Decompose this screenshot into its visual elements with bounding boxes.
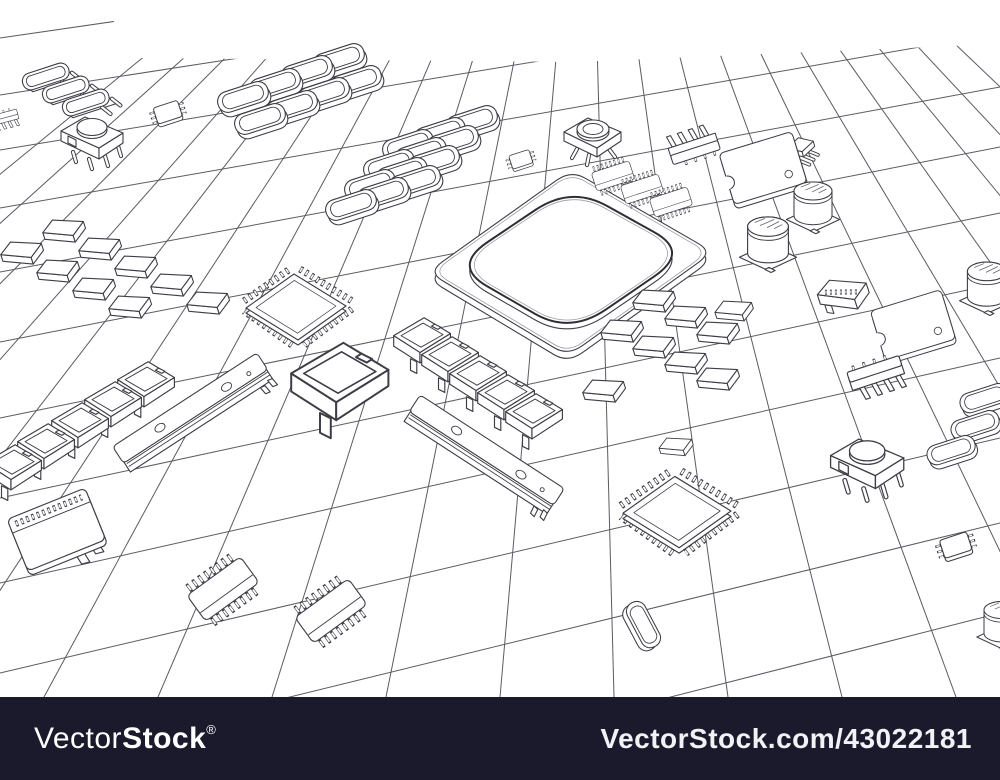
brand-light: Vector (34, 721, 123, 755)
grid-line (630, 2, 729, 697)
grid-line (0, 2, 249, 697)
grid-line (665, 2, 843, 697)
buzzer-button-icon (564, 118, 621, 165)
smd-resistor-icon (69, 268, 120, 310)
cpu-pad-rim (439, 177, 702, 349)
grid-line (499, 2, 562, 697)
smd-resistor-icon (579, 370, 630, 412)
pin-header-icon (846, 354, 908, 403)
grid-line (0, 2, 319, 697)
perspective-grid (0, 2, 1000, 697)
pin-header-icon (0, 106, 23, 134)
circuit-board-illustration (0, 0, 1000, 697)
crystal-oscillator-icon (923, 432, 981, 473)
grid-line (0, 522, 1000, 697)
push-button-icon (61, 117, 123, 169)
smd-resistor-icon (33, 250, 84, 292)
ic-plate-icon (869, 288, 959, 366)
smd-resistor-icon (75, 228, 126, 270)
cpu-die-inner (474, 199, 668, 321)
smd-chip-icon (507, 149, 536, 173)
qfp-chip-icon (621, 471, 738, 553)
grid-line (0, 2, 1000, 151)
electrolytic-capacitor-icon (976, 600, 1000, 651)
grid-line (804, 2, 1000, 697)
grid-line (0, 2, 1000, 39)
cpu-chip (434, 174, 707, 359)
cpu-die (468, 195, 673, 324)
smd-resistor-icon (147, 264, 198, 306)
brand-wordmark: VectorStock® (34, 722, 216, 756)
grid-line (0, 612, 1000, 697)
electrolytic-capacitor-icon (959, 261, 1000, 317)
qfp-chip-icon (244, 269, 352, 345)
soic-chip-icon (292, 575, 370, 648)
brand-bold: Stock (122, 721, 207, 755)
grid-line (0, 437, 1000, 674)
grid-line (769, 2, 1000, 697)
grid-line (873, 2, 1000, 697)
grid-line (839, 2, 1000, 697)
smd-chip-icon (937, 531, 977, 563)
grid-line (0, 2, 1000, 96)
smd-resistor-icon (656, 430, 697, 464)
smd-resistor-icon (0, 232, 48, 274)
smd-resistor-icon (39, 210, 90, 252)
electrolytic-capacitor-icon (785, 181, 841, 235)
smd-resistor-icon (105, 286, 156, 328)
registered-mark: ® (206, 721, 217, 737)
push-button-icon (831, 439, 904, 500)
grid-line (734, 2, 1000, 697)
smd-resistor-icon (183, 282, 234, 324)
watermark-bar: VectorStock® VectorStock.com/43022181 (0, 697, 1000, 780)
pin-header-icon (665, 122, 721, 166)
site-credit: VectorStock.com/43022181 (600, 722, 972, 754)
grid-line (595, 2, 615, 697)
grid-line (699, 2, 957, 697)
smd-socket-icon (290, 341, 390, 440)
grid-line (43, 2, 423, 697)
